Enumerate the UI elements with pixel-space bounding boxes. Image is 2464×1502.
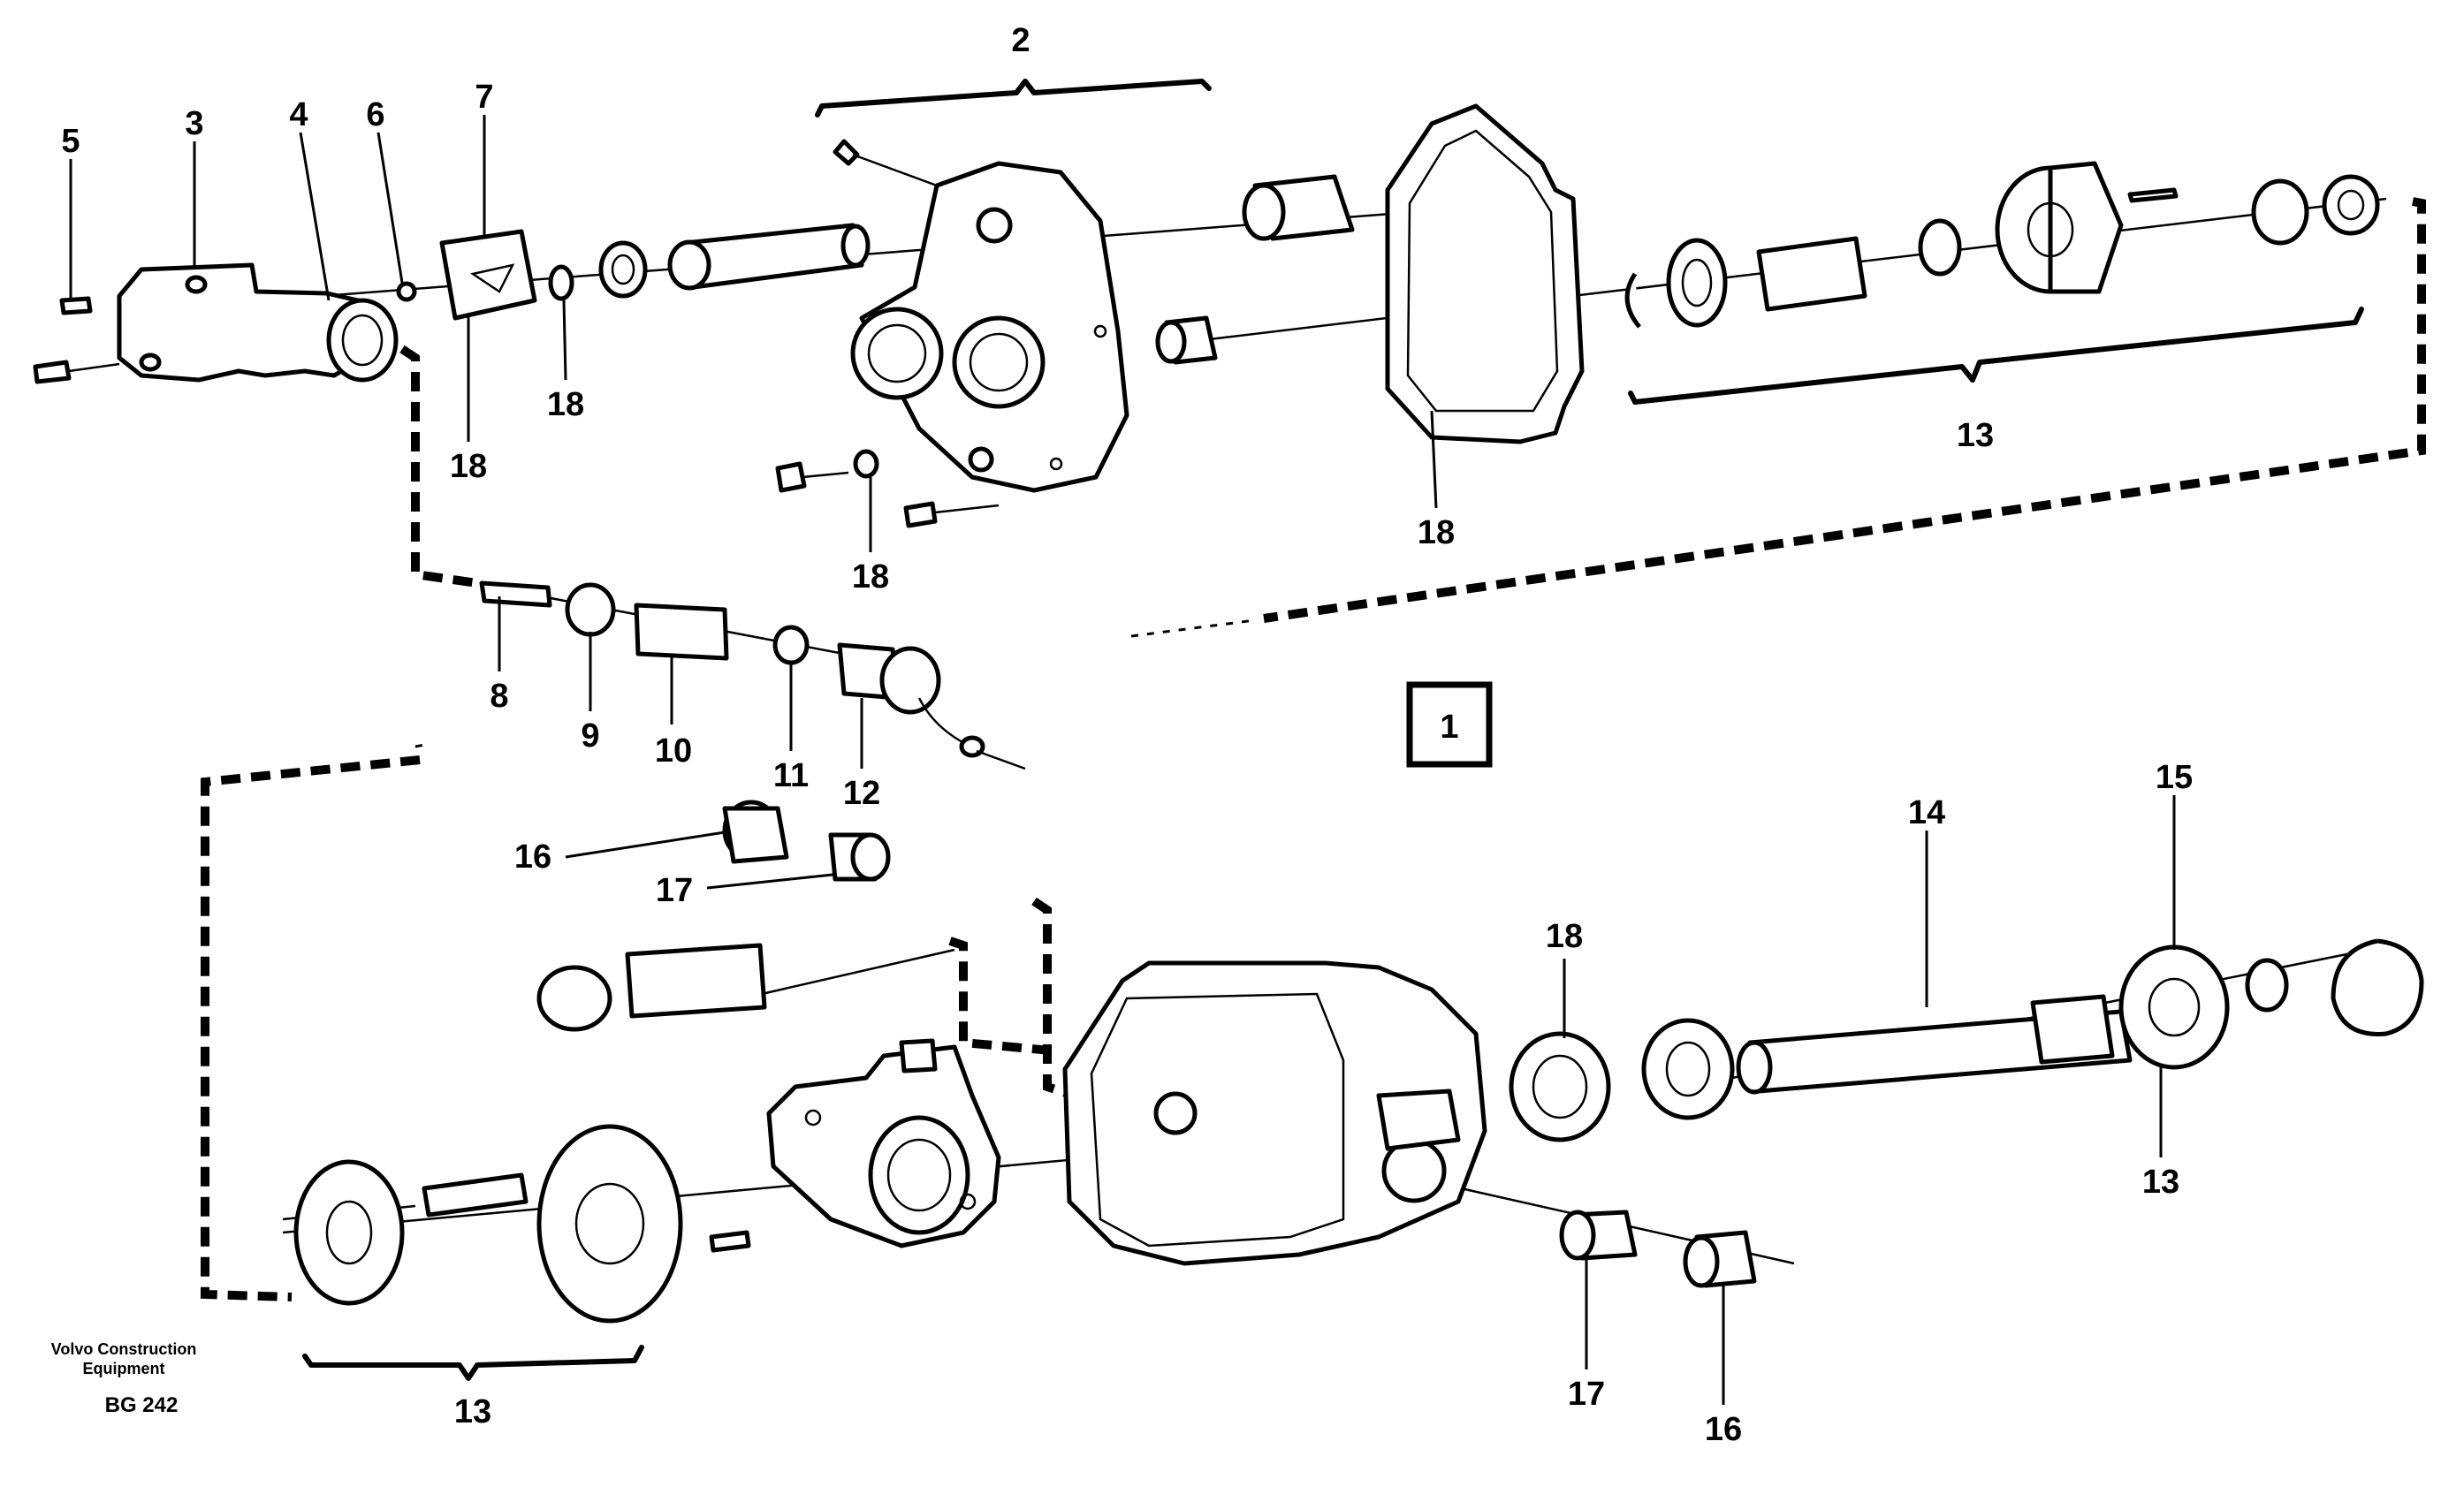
callout-18e: 18 bbox=[1546, 918, 1583, 955]
callout-8: 8 bbox=[490, 678, 508, 715]
seal-6 bbox=[396, 281, 417, 302]
bush-16-left bbox=[722, 800, 789, 864]
sleeve bbox=[667, 223, 871, 291]
callout-18c: 18 bbox=[852, 558, 889, 595]
callout-18d: 18 bbox=[1418, 514, 1455, 551]
callout-18b: 18 bbox=[547, 386, 584, 423]
callout-9: 9 bbox=[581, 717, 599, 755]
callout-17a: 17 bbox=[656, 872, 693, 909]
bearing-15 bbox=[2118, 944, 2230, 1070]
footer-company-line1: Volvo Construction bbox=[51, 1340, 197, 1358]
callout-17b: 17 bbox=[1568, 1376, 1605, 1413]
shaft-14 bbox=[1736, 994, 2133, 1095]
gasket-top bbox=[1385, 103, 1585, 444]
callout-13a: 13 bbox=[1957, 417, 1994, 454]
callout-13b: 13 bbox=[2142, 1164, 2179, 1201]
callout-2: 2 bbox=[1011, 22, 1030, 59]
pump-housing bbox=[1062, 960, 1487, 1266]
leader-lines bbox=[69, 115, 2176, 1405]
callout-5: 5 bbox=[61, 123, 80, 160]
bearing-18 bbox=[1509, 1031, 1611, 1142]
callout-16a: 16 bbox=[514, 838, 551, 876]
group-box-1 bbox=[1406, 681, 1493, 768]
bush-top-b bbox=[1155, 315, 1218, 365]
callout-10: 10 bbox=[655, 732, 692, 770]
footer-drawing-code: BG 242 bbox=[105, 1393, 179, 1417]
group-connector-lines bbox=[201, 197, 2426, 1301]
callout-12: 12 bbox=[843, 775, 880, 812]
valve-housing bbox=[117, 262, 399, 383]
callout-18a: 18 bbox=[450, 448, 487, 485]
callout-14: 14 bbox=[1908, 794, 1945, 831]
seal-ring-lower bbox=[1641, 1018, 1735, 1120]
callout-15: 15 bbox=[2156, 759, 2193, 796]
cover-plate-7 bbox=[439, 229, 537, 321]
callout-6: 6 bbox=[366, 96, 384, 133]
group-box-label: 1 bbox=[1440, 709, 1458, 746]
callout-16b: 16 bbox=[1705, 1411, 1742, 1448]
callout-4: 4 bbox=[289, 96, 308, 133]
group-13-top-parts bbox=[1624, 161, 2380, 329]
group-13-lower-parts bbox=[293, 1124, 751, 1324]
circlip-lower bbox=[2245, 938, 2424, 1036]
footer-company-line2: Equipment bbox=[83, 1360, 165, 1377]
callout-3: 3 bbox=[185, 105, 203, 142]
bush-16-lower bbox=[1683, 1230, 1757, 1288]
callout-13c: 13 bbox=[454, 1393, 491, 1430]
bush-17-lower bbox=[1559, 1210, 1638, 1261]
relief-valve-lower bbox=[536, 943, 767, 1032]
pump-end-cover bbox=[850, 161, 1129, 493]
callout-11: 11 bbox=[773, 757, 809, 794]
bush-17-left bbox=[828, 832, 891, 882]
callout-labels: 5 3 4 6 7 18 18 2 18 18 13 8 9 10 11 12 … bbox=[61, 22, 2193, 1448]
callout-7: 7 bbox=[475, 79, 493, 116]
ring-18a bbox=[548, 240, 648, 301]
group-brackets bbox=[302, 79, 2364, 1381]
footer: Volvo Construction Equipment BG 242 bbox=[51, 1340, 197, 1417]
screws-cover bbox=[775, 139, 1000, 528]
bearing-bracket bbox=[766, 1038, 1001, 1248]
valve-parts-8-12 bbox=[479, 580, 1026, 770]
bush-top-a bbox=[1242, 174, 1355, 241]
screw-5 bbox=[33, 296, 120, 384]
